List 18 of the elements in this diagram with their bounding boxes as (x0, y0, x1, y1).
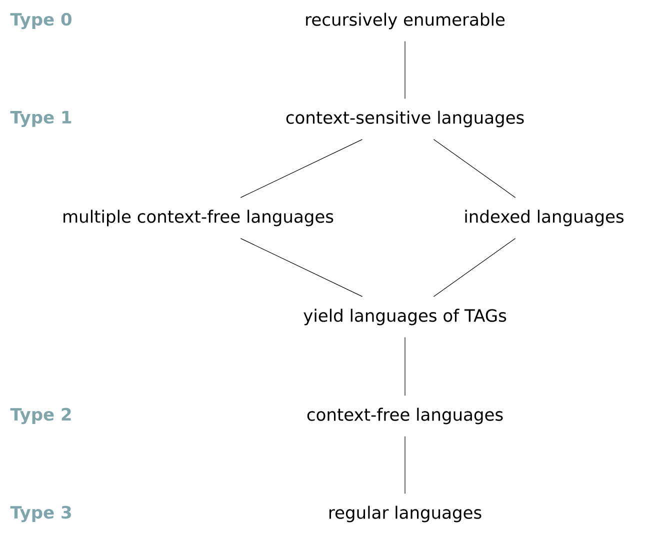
connector-line (240, 139, 363, 198)
connector-line (404, 436, 406, 494)
type-label: Type 2 (10, 408, 71, 424)
language-class: yield languages of TAGs (304, 308, 506, 326)
language-class: context-free languages (307, 408, 503, 424)
type-label: Type 3 (10, 506, 71, 522)
language-class: multiple context-free languages (64, 210, 334, 226)
type-label: Type 1 (10, 110, 72, 128)
connector-line (433, 238, 516, 297)
connector-line (240, 238, 363, 297)
language-class: indexed languages (465, 210, 624, 226)
language-class: context-sensitive languages (286, 110, 524, 128)
connector-line (404, 41, 406, 99)
connector-line (433, 139, 516, 198)
language-class: regular languages (329, 506, 482, 522)
connector-line (404, 337, 406, 396)
language-class: recursively enumerable (306, 12, 505, 30)
type-label: Type 0 (10, 12, 72, 30)
